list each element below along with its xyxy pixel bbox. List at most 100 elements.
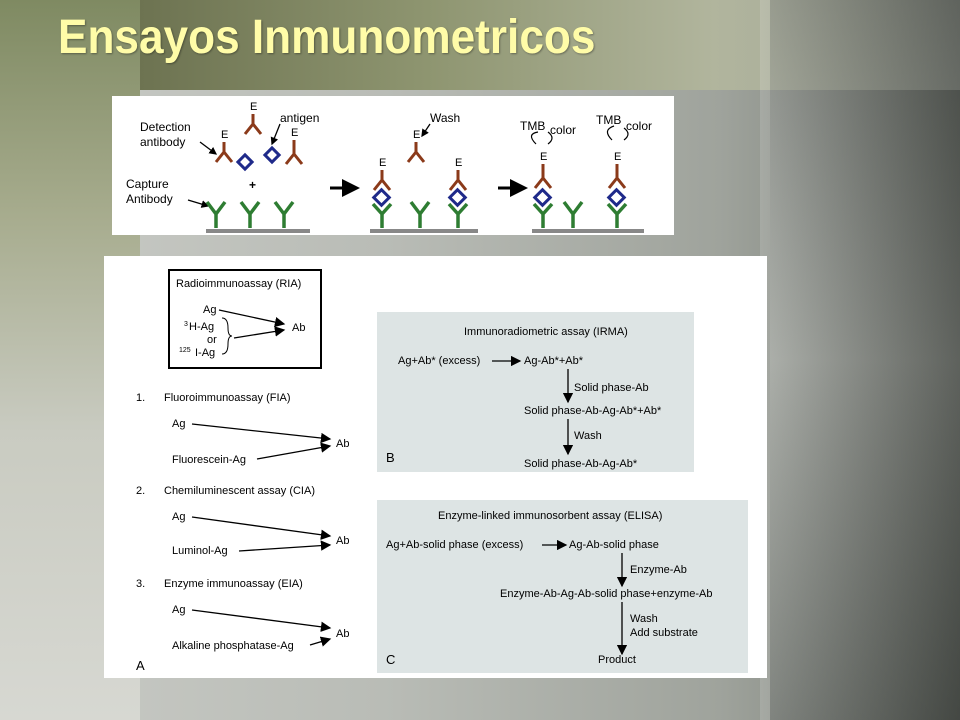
capture-antibody-icon [532,202,554,228]
elisa-product: Product [598,654,636,666]
ria-h-ag: H-Ag [189,321,214,333]
eia-arrow-top [191,609,332,632]
solid-phase-surface [370,229,478,233]
irma-bound-complex: Solid phase-Ab-Ag-Ab*+Ab* [524,405,662,417]
eia-section: 3. Enzyme immunoassay (EIA) Ag Alkaline … [136,578,349,652]
capture-antibody-icon [273,200,295,228]
background-right-stripe [760,0,960,720]
ria-or: or [207,334,217,346]
capture-label-line2: Antibody [126,192,173,206]
fia-ab: Ab [336,438,349,450]
color-reaction-arrow-icon [530,131,553,145]
antigen-label: antigen [280,111,319,125]
color-label-2: color [626,119,652,133]
detection-antibody-icon [284,140,304,165]
color-label-1: color [550,123,576,137]
immunoassay-comparison-figure: Radioimmunoassay (RIA) Ag 3 H-Ag or 125 … [104,256,767,678]
antigen-diamond-icon [606,187,627,208]
tmb-label-2: TMB [596,113,621,127]
wash-pointer-arrow [421,123,431,138]
cia-ab: Ab [336,535,349,547]
ria-box: Radioimmunoassay (RIA) Ag 3 H-Ag or 125 … [168,269,322,369]
detection-antibody-icon [243,114,263,135]
color-reaction-arrow-icon [606,125,629,141]
irma-intermediate: Ag-Ab*+Ab* [524,355,584,367]
capture-antibody-icon [371,202,393,228]
eia-number: 3. [136,578,145,590]
irma-reactants: Ag+Ab* (excess) [398,355,480,367]
enzyme-e-label: E [540,151,547,163]
fia-section: 1. Fluoroimmunoassay (FIA) Ag Fluorescei… [136,392,349,466]
solid-phase-surface [206,229,310,233]
elisa-frame [377,500,748,673]
panel-b-label: B [386,450,395,465]
capture-antibody-icon [447,202,469,228]
enzyme-e-label: E [250,101,257,113]
elisa-title: Enzyme-linked immunosorbent assay (ELISA… [438,510,662,522]
capture-antibody-icon [239,200,261,228]
fia-arrow-top [191,423,332,444]
cia-title: Chemiluminescent assay (CIA) [164,485,315,497]
ria-brace [221,317,233,355]
detection-label-line2: antibody [140,135,185,149]
antigen-diamond-icon [262,145,282,165]
panel-a-label: A [136,658,145,673]
enzyme-e-label: E [291,127,298,139]
plus-sign: + [249,178,256,192]
ria-title: Radioimmunoassay (RIA) [176,278,301,290]
bound-detection-antibody-icon [533,164,553,189]
cia-arrow-top [191,516,332,540]
elisa-intermediate: Ag-Ab-solid phase [569,539,659,551]
cia-section: 2. Chemiluminescent assay (CIA) Ag Lumin… [136,485,349,557]
elisa-step-enzyme-ab: Enzyme-Ab [630,564,687,576]
sandwich-assay-diagram: Detection antibody antigen Capture Antib… [126,101,652,233]
capture-label-line1: Capture [126,177,169,191]
capture-antibody-icon [606,202,628,228]
irma-step-solid-phase: Solid phase-Ab [574,382,649,394]
cia-ag: Ag [172,511,185,523]
bound-detection-antibody-icon [372,170,392,191]
eia-ab: Ab [336,628,349,640]
enzyme-e-label: E [379,157,386,169]
enzyme-e-label: E [413,129,420,141]
capture-antibody-icon [562,200,584,228]
panel-c-label: C [386,652,395,667]
ria-ag: Ag [203,304,216,316]
enzyme-e-label: E [614,151,621,163]
ria-arrow-top [218,309,286,328]
cia-luminol-ag: Luminol-Ag [172,545,228,557]
irma-final-complex: Solid phase-Ab-Ag-Ab* [524,458,638,470]
antigen-diamond-icon [447,187,468,208]
irma-frame [377,312,694,472]
ria-frame [168,269,322,369]
unbound-detection-antibody-icon [406,142,426,163]
stage-1-reagents: E E E + [214,101,304,192]
cia-arrow-bottom [238,540,332,552]
capture-antibody-icon [205,200,227,228]
eia-title: Enzyme immunoassay (EIA) [164,578,303,590]
bound-detection-antibody-icon [448,170,468,191]
fia-ag: Ag [172,418,185,430]
enzyme-e-label: E [221,129,228,141]
elisa-step-wash: Wash [630,613,658,625]
immunoassay-comparison-diagram: Radioimmunoassay (RIA) Ag 3 H-Ag or 125 … [136,269,748,673]
antigen-diamond-icon [371,187,392,208]
slide-title: Ensayos Inmunometricos [58,11,596,64]
fia-title: Fluoroimmunoassay (FIA) [164,392,291,404]
elisa-reactants: Ag+Ab-solid phase (excess) [386,539,523,551]
background-right-shade [770,0,960,720]
fia-fluorescein-ag: Fluorescein-Ag [172,454,246,466]
detection-label-line1: Detection [140,120,191,134]
ria-h-superscript: 3 [184,321,188,328]
antigen-diamond-icon [235,152,255,172]
fia-number: 1. [136,392,145,404]
wash-label: Wash [430,111,460,125]
enzyme-e-label: E [455,157,462,169]
elisa-bound-complex: Enzyme-Ab-Ag-Ab-solid phase+enzyme-Ab [500,588,712,600]
ria-ab: Ab [292,322,305,334]
ria-arrow-bottom [233,326,286,339]
elisa-step-add-substrate: Add substrate [630,627,698,639]
capture-pointer-arrow [187,199,210,208]
solid-phase-surface [532,229,644,233]
antigen-pointer-arrow [270,123,281,146]
